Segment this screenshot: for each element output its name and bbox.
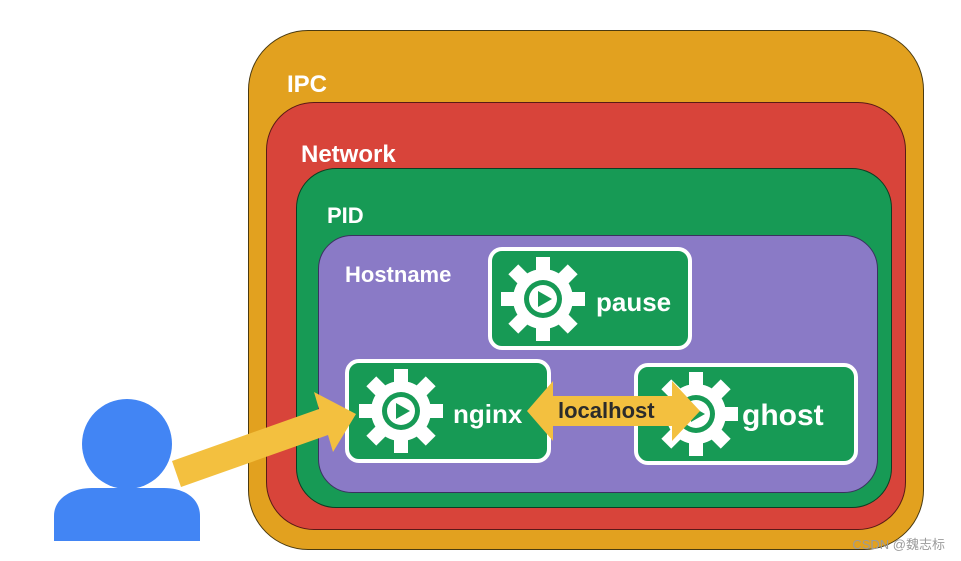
network-label: Network (301, 141, 396, 168)
localhost-label: localhost (558, 398, 655, 423)
user-arrow-icon (172, 392, 356, 487)
nginx-label: nginx (453, 399, 523, 429)
watermark: CSDN @魏志标 (852, 537, 945, 552)
localhost-double-arrow-icon (527, 381, 700, 441)
ghost-label: ghost (742, 399, 824, 432)
ipc-label: IPC (287, 71, 328, 98)
user-icon (54, 399, 200, 541)
pause-gear-icon (501, 257, 585, 341)
pid-label: PID (327, 203, 364, 228)
pause-label: pause (596, 287, 672, 317)
nginx-gear-icon (359, 369, 443, 453)
hostname-label: Hostname (345, 262, 452, 287)
pause-container: pause (488, 247, 692, 350)
